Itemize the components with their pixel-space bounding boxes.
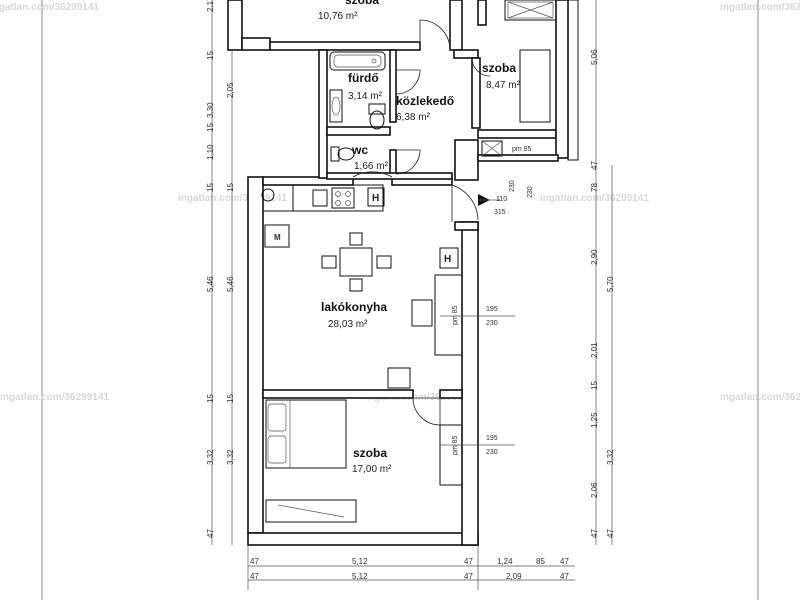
watermark: ingatlan.com/36299141 xyxy=(178,193,287,204)
wardrobe-icon xyxy=(265,499,357,523)
dimension-label: 15 xyxy=(206,183,215,192)
h-box xyxy=(367,187,385,207)
dimension-label: 5,12 xyxy=(352,557,368,566)
dimension-label: 2,06 xyxy=(590,482,599,498)
dimension-label: 47 xyxy=(250,557,259,566)
dimension-label: 1,25 xyxy=(590,412,599,428)
dimension-label: 3,32 xyxy=(206,449,215,465)
room-name: wc xyxy=(351,143,368,157)
dimension-label: 3,30 xyxy=(206,102,215,118)
dimension-label: 47 xyxy=(590,529,599,538)
dimension-label: 47 xyxy=(606,529,615,538)
room-area: 1,66 m² xyxy=(354,161,389,172)
dimension-label: 1,24 xyxy=(497,557,513,566)
dimension-label: 47 xyxy=(590,161,599,170)
window-height-label: 230 xyxy=(486,449,498,456)
dimension-label: 47 xyxy=(464,557,473,566)
room-name: szoba xyxy=(353,446,387,460)
dimension-label: 2,17 xyxy=(206,0,215,12)
boiler-icon xyxy=(261,188,275,202)
toilet-icon xyxy=(368,103,386,130)
room-area: 8,47 m² xyxy=(486,80,521,91)
room-area: 17,00 m² xyxy=(352,464,392,475)
window-label: pm 85 xyxy=(452,305,459,325)
window-sill xyxy=(434,274,463,356)
door-height-label: 315 xyxy=(494,209,506,216)
dimension-label: 1,10 xyxy=(206,144,215,160)
bed-icon xyxy=(519,49,551,123)
room-name: lakókonyha xyxy=(321,300,387,314)
window-height-label: 230 xyxy=(486,320,498,327)
wc-toilet-icon xyxy=(330,146,355,162)
dimension-lines xyxy=(211,0,613,590)
door-vertical-label: 230 xyxy=(509,180,516,192)
dimension-label: 47 xyxy=(206,529,215,538)
window-width-label: 195 xyxy=(486,435,498,442)
dimension-label: 15 xyxy=(226,183,235,192)
dimension-label: 2,90 xyxy=(590,249,599,265)
window-label: pm 85 xyxy=(512,146,532,153)
watermark: ingatlan.com/36299141 xyxy=(540,193,649,204)
door-vertical-label: 230 xyxy=(527,186,534,198)
dimension-label: 5,70 xyxy=(606,276,615,292)
dimension-label: 47 xyxy=(560,572,569,581)
dimension-label: 47 xyxy=(250,572,259,581)
dimension-label: 47 xyxy=(464,572,473,581)
room-name: közlekedő xyxy=(396,94,454,108)
window-sill xyxy=(439,424,463,486)
watermark: ingatlan.com/36299141 xyxy=(0,392,109,403)
m-box xyxy=(264,224,290,248)
dimension-label: 15 xyxy=(226,394,235,403)
room-name: szoba xyxy=(482,61,516,75)
bed-icon xyxy=(265,399,347,469)
h-box-label: H xyxy=(444,254,451,265)
dimension-label: 5,06 xyxy=(590,49,599,65)
h-box-label: H xyxy=(372,193,379,204)
shaft-box xyxy=(481,140,503,157)
dimension-label: 3,32 xyxy=(606,449,615,465)
dimension-label: 5,46 xyxy=(226,276,235,292)
room-area: 28,03 m² xyxy=(328,319,368,330)
room-area: 10,76 m² xyxy=(318,11,358,22)
desk-icon xyxy=(411,299,433,327)
dining-table-icon xyxy=(321,232,392,292)
room-name: fürdő xyxy=(348,71,379,85)
watermark: ingatlan.com/36299141 xyxy=(720,392,800,403)
window-width-label: 195 xyxy=(486,306,498,313)
dimension-label: 15 xyxy=(590,381,599,390)
dimension-label: 2,09 xyxy=(506,572,522,581)
dimension-label: 5,12 xyxy=(352,572,368,581)
m-box-label: M xyxy=(274,233,281,242)
dimension-label: 47 xyxy=(560,557,569,566)
dimension-label: 3,32 xyxy=(226,449,235,465)
stove-icon xyxy=(331,187,355,209)
walls xyxy=(227,0,579,546)
washbasin-icon xyxy=(329,89,343,123)
dimension-label: 15 xyxy=(206,123,215,132)
doors xyxy=(352,19,491,426)
watermark: ingatlan.com/36299141 xyxy=(0,2,99,13)
h-box xyxy=(439,247,459,269)
door-width-label: 110 xyxy=(496,196,507,203)
dimension-label: 15 xyxy=(206,394,215,403)
dimension-label: 2,05 xyxy=(226,82,235,98)
dimension-label: 85 xyxy=(536,557,545,566)
chair-icon xyxy=(387,367,411,389)
watermark: ingatlan.com/36299141 xyxy=(720,2,800,13)
room-area: 3,14 m² xyxy=(348,91,383,102)
bathtub-icon xyxy=(329,51,386,71)
dimension-label: 5,46 xyxy=(206,276,215,292)
sink-icon xyxy=(312,189,328,207)
room-name: szoba xyxy=(345,0,379,7)
watermark: ingatlan.com/36299141 xyxy=(365,392,474,403)
dimension-label: 2,01 xyxy=(590,342,599,358)
window-label: pm 85 xyxy=(452,435,459,455)
dimension-label: 15 xyxy=(206,51,215,60)
room-area: 6,38 m² xyxy=(396,112,431,123)
dimension-label: 78 xyxy=(590,183,599,192)
